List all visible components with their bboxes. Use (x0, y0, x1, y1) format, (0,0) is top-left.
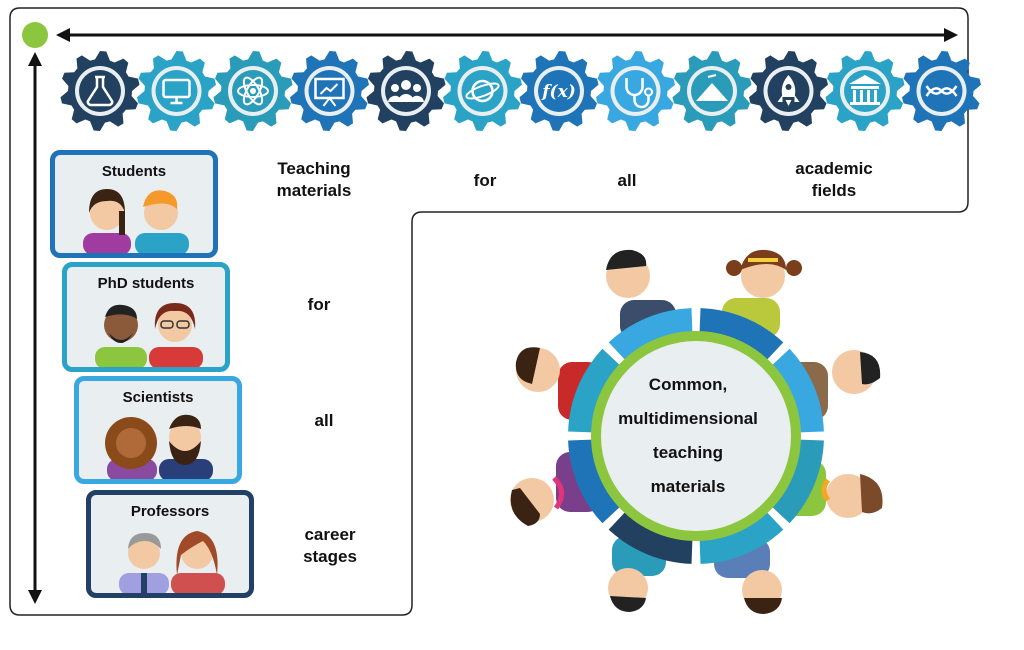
gear (902, 51, 981, 131)
phd-avatars (95, 303, 203, 367)
scientists-avatars (105, 414, 213, 479)
gear-icon-disc (614, 70, 657, 112)
table-segment (699, 512, 784, 564)
label-top-all-text: all (617, 171, 637, 190)
origin-dot (22, 22, 48, 48)
round-table-figure (510, 249, 883, 614)
gear-icon-disc (79, 70, 121, 112)
avatar (149, 303, 203, 367)
table-segment (568, 439, 620, 524)
table-segment (608, 308, 693, 360)
museum-icon (849, 75, 881, 105)
presentation-chart-icon (314, 77, 345, 107)
label-left-all: all (302, 410, 346, 432)
students-avatars (83, 189, 189, 253)
table-segment (772, 348, 824, 433)
computer-icon (162, 78, 191, 105)
vertical-axis-arrow (28, 52, 42, 604)
card-phd-students: PhD students (62, 262, 230, 372)
card-students-title: Students (101, 163, 167, 180)
l-shaped-frame (9, 7, 969, 616)
label-top-for: for (460, 170, 510, 192)
card-students: Students (50, 150, 218, 258)
avatar (83, 189, 131, 253)
rocket-icon (777, 75, 800, 106)
center-text-line-3: teaching (653, 443, 723, 462)
center-text-line-1: Common, (648, 375, 728, 394)
gear (366, 51, 446, 131)
gear (749, 51, 828, 131)
avatar (135, 190, 189, 253)
avatar (95, 304, 147, 367)
card-scientists-title: Scientists (122, 389, 194, 406)
card-professors-title: Professors (130, 503, 210, 520)
avatar (171, 531, 225, 593)
gear (137, 51, 216, 131)
avatar (105, 417, 157, 479)
gear-icon-disc (461, 70, 504, 112)
center-text-line-2: multidimensional (618, 409, 758, 428)
avatar (159, 414, 213, 479)
svg-text:f(x): f(x) (541, 82, 576, 102)
gear: f(x) (519, 51, 599, 131)
atom-icon (237, 76, 269, 106)
gear-icon-disc (385, 70, 427, 112)
table-center (591, 331, 801, 541)
label-academic-fields-text: academic fields (795, 159, 873, 200)
table-center-text: Common, multidimensional teaching materi… (600, 368, 776, 504)
table-segment (608, 512, 693, 564)
center-text-line-4: materials (650, 477, 726, 496)
label-left-all-text: all (314, 411, 334, 430)
label-teaching-materials-text: Teaching materials (276, 159, 352, 200)
avatar (119, 533, 169, 593)
table-segments (568, 308, 824, 564)
card-scientists: Scientists (74, 376, 242, 484)
label-top-for-text: for (473, 171, 497, 190)
gear (672, 51, 752, 131)
group-people-icon (388, 80, 424, 102)
label-career-stages: career stages (282, 524, 378, 568)
gear (443, 51, 522, 131)
horizontal-axis-arrow (56, 28, 958, 42)
person-icon (608, 536, 666, 612)
field-gears-row: f(x) (60, 51, 981, 131)
label-teaching-materials: Teaching materials (262, 158, 366, 202)
card-professors: Professors (86, 490, 254, 598)
gear-icon-disc (155, 70, 198, 112)
label-top-all: all (605, 170, 649, 192)
planet-icon (465, 79, 500, 103)
label-career-stages-text: career stages (303, 525, 357, 566)
dna-icon (925, 85, 958, 97)
gear-icon-disc (538, 70, 580, 112)
professors-avatars (119, 531, 225, 593)
function-icon: f(x) (541, 82, 576, 102)
flask-icon (86, 75, 114, 107)
label-academic-fields: academic fields (780, 158, 888, 202)
gear (213, 51, 293, 131)
table-segment (568, 348, 620, 433)
stethoscope-icon (625, 78, 653, 109)
gear (60, 51, 140, 131)
gear (290, 51, 369, 131)
gear (825, 51, 905, 131)
mountain-icon (696, 74, 728, 101)
label-left-for: for (294, 294, 344, 316)
card-phd-students-title: PhD students (97, 275, 195, 292)
table-segment (699, 308, 784, 360)
label-left-for-text: for (307, 295, 331, 314)
gear (596, 51, 675, 131)
table-segment (772, 439, 824, 524)
